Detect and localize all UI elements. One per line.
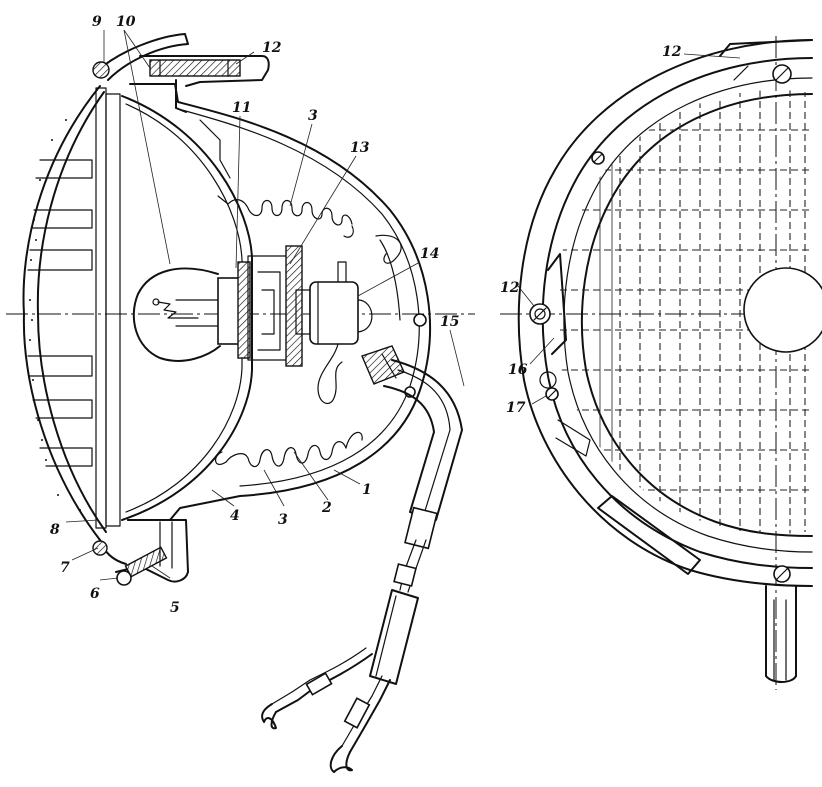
bulb-glass — [132, 267, 221, 362]
bulb-filament — [157, 301, 199, 319]
bracket-stem-top — [175, 79, 187, 113]
label-1: 1 — [362, 482, 372, 498]
terminal-fork-right — [329, 745, 353, 773]
adjust-screw-top — [149, 59, 241, 77]
sectional-view — [6, 29, 475, 773]
label-4: 4 — [230, 508, 240, 524]
upper-bracket — [139, 55, 270, 87]
label-3-upper: 3 — [308, 108, 318, 124]
socket-cap — [285, 245, 303, 367]
rim-top — [95, 33, 189, 81]
label-14: 14 — [420, 246, 439, 262]
leader-lines-right — [517, 53, 741, 405]
part-labels: 9 10 12 11 3 13 14 15 1 2 3 4 5 6 7 8 12… — [50, 14, 682, 616]
glass-plate — [95, 87, 107, 529]
spring-upper — [227, 199, 353, 226]
front-cable-stub — [765, 585, 797, 677]
front-bottom-bracket — [597, 495, 701, 575]
seal-ring-top — [92, 61, 110, 79]
internal-wire — [317, 343, 343, 405]
front-left-bracket — [547, 253, 567, 355]
label-17: 17 — [506, 400, 526, 416]
label-12-section: 12 — [262, 40, 282, 56]
label-3-lower: 3 — [278, 512, 288, 528]
front-view — [500, 36, 822, 690]
label-2: 2 — [321, 500, 332, 516]
lens-outer — [22, 85, 101, 541]
reflector-flange — [105, 93, 121, 527]
seal-ring-bottom — [92, 540, 108, 556]
cable-sheath — [383, 359, 463, 521]
cable-ferrule — [404, 506, 438, 550]
label-15: 15 — [440, 314, 459, 330]
label-7: 7 — [60, 560, 70, 576]
label-5: 5 — [170, 600, 180, 616]
wire-clip — [393, 563, 417, 587]
front-screw-bottom — [773, 565, 791, 583]
label-9: 9 — [92, 14, 102, 30]
cable-grommet — [361, 345, 405, 385]
lens-prism-ribs — [27, 159, 93, 467]
terminal-fork-left — [261, 703, 277, 730]
housing-stud — [413, 313, 427, 327]
reflector — [121, 95, 253, 521]
spring-lower — [225, 441, 347, 468]
lens-center-circle — [743, 267, 822, 353]
label-13: 13 — [350, 140, 370, 156]
leader-lines-left — [65, 29, 465, 581]
label-11: 11 — [232, 100, 251, 116]
connector-tab — [337, 261, 347, 283]
front-top-bracket — [719, 39, 813, 57]
label-16: 16 — [508, 362, 528, 378]
lens-stipple — [29, 119, 81, 511]
housing-body — [127, 83, 431, 521]
insulating-sleeve — [369, 589, 419, 685]
adjust-screw-bottom — [124, 546, 168, 578]
front-screw-17 — [539, 371, 559, 401]
screw-head-bottom — [116, 570, 132, 586]
front-screw-left — [529, 303, 551, 325]
rim-second — [541, 57, 813, 569]
front-screw-top — [772, 64, 792, 84]
label-10: 10 — [116, 14, 136, 30]
housing-body-inner — [181, 109, 420, 487]
lead-right — [349, 679, 391, 753]
connector-plug — [309, 281, 359, 345]
lens-inner — [36, 91, 107, 533]
rim-outer — [517, 39, 813, 587]
rim-third — [563, 77, 813, 553]
label-12-front-left: 12 — [500, 280, 520, 296]
lower-bracket — [115, 519, 189, 583]
label-12-front-top: 12 — [662, 44, 682, 60]
label-8: 8 — [50, 522, 60, 538]
socket-holder — [237, 261, 251, 359]
front-screw-upper-left — [591, 151, 605, 165]
label-6: 6 — [90, 586, 100, 602]
